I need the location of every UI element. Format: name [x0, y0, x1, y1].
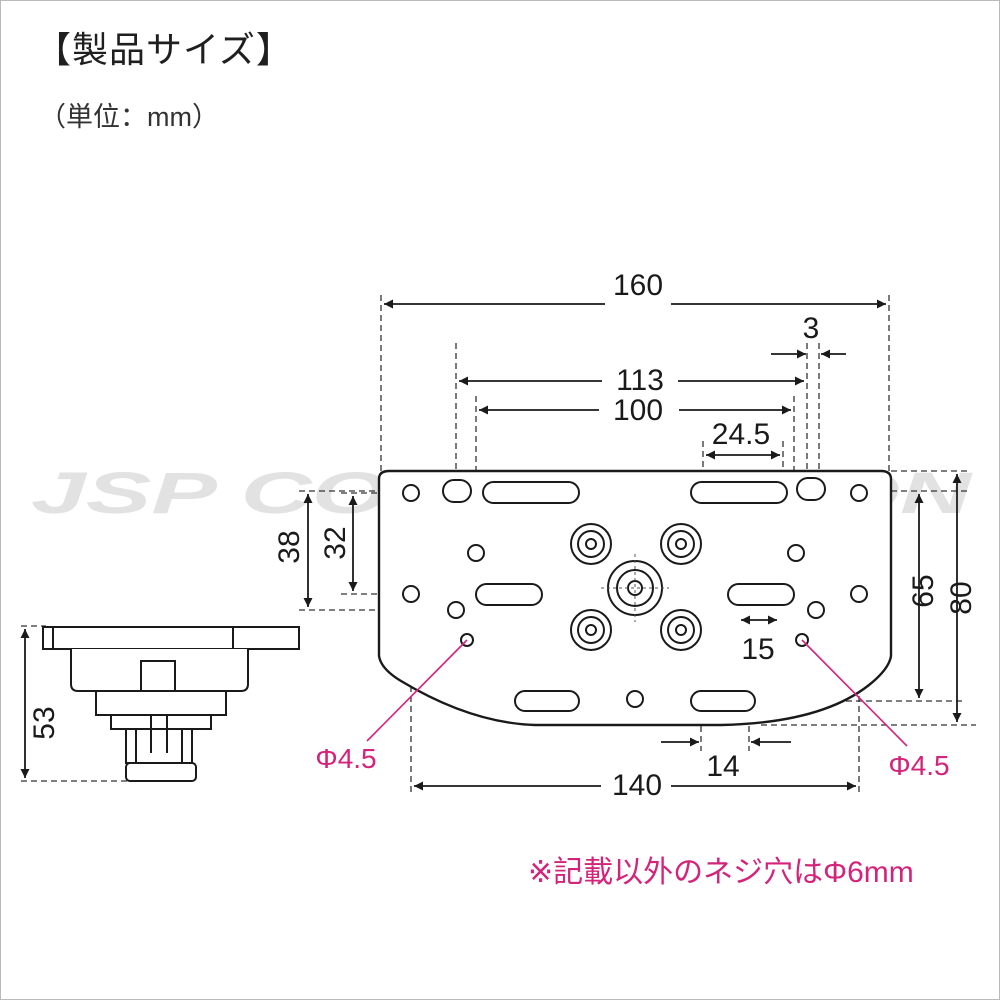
dim-overall-width: 160 [613, 269, 663, 302]
footnote: ※記載以外のネジ穴はΦ6mm [528, 856, 914, 889]
page-title: 【製品サイズ】 [35, 29, 293, 70]
dim-hole-depth-38: 38 [273, 530, 306, 563]
dim-outer-hole-pitch: 113 [616, 364, 664, 397]
dim-hole-diameter-right: Φ4.5 [888, 750, 949, 781]
dim-height: 53 [28, 706, 61, 739]
dim-depth-80: 80 [945, 581, 978, 614]
dim-slot-gap: 3 [803, 312, 820, 345]
leader-lines [366, 639, 908, 747]
dim-bottom-slot-length: 14 [706, 750, 739, 783]
unit-label: （単位：mm） [39, 102, 219, 132]
dim-slot-width: 15 [741, 633, 774, 666]
dim-hole-diameter-left: Φ4.5 [315, 743, 376, 774]
mounting-plate [377, 469, 893, 727]
dim-hole-depth-32: 32 [319, 526, 352, 559]
bolt-bosses [570, 523, 702, 651]
dim-inner-hole-pitch: 100 [613, 394, 663, 427]
dim-slot-length: 24.5 [712, 418, 770, 451]
center-lines [601, 554, 669, 622]
side-view [42, 626, 300, 782]
dim-bottom-pitch: 140 [612, 769, 662, 802]
dim-depth-65: 65 [907, 574, 940, 607]
dimension-arrows [20, 299, 962, 791]
